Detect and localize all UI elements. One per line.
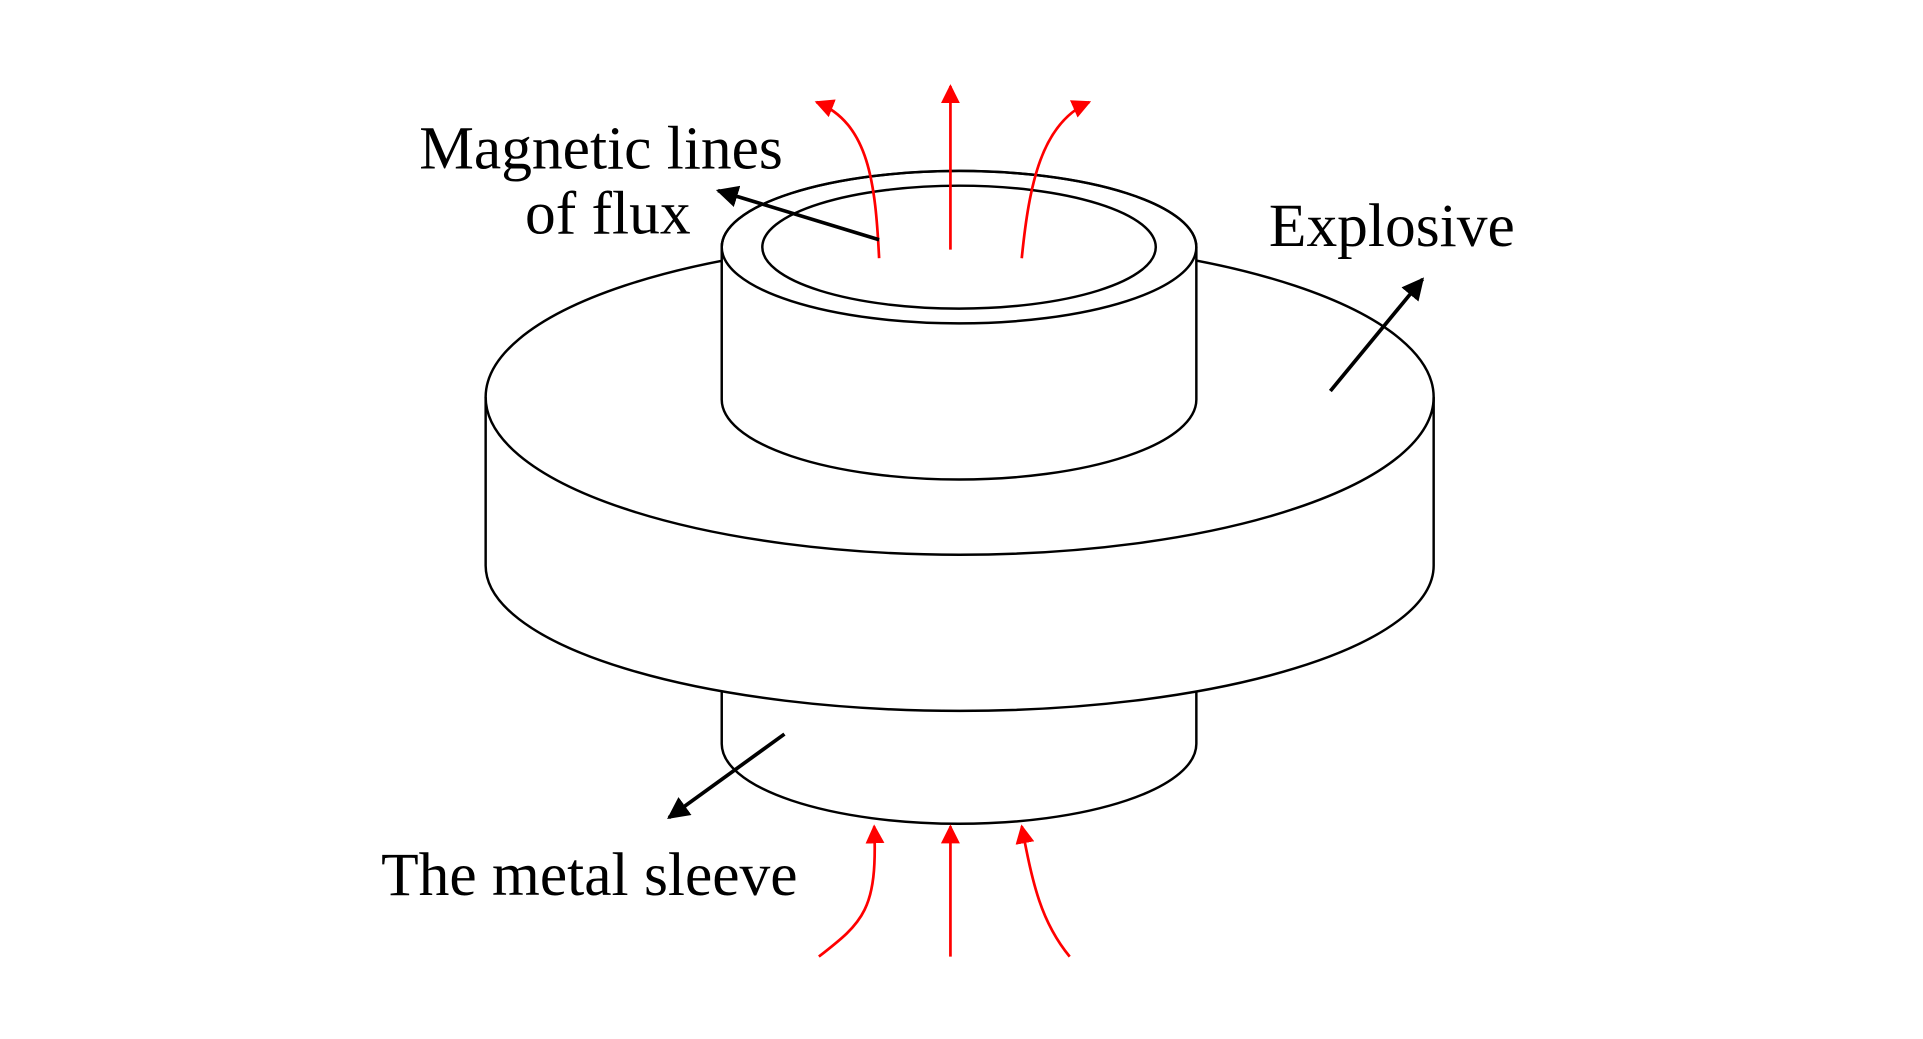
flux-pointer-arrow bbox=[715, 185, 880, 242]
flux-arrow bbox=[814, 99, 881, 259]
flux-arrow bbox=[1015, 824, 1071, 958]
explosive-label: Explosive bbox=[1269, 192, 1515, 260]
upper-sleeve bbox=[720, 169, 1198, 481]
flux-lines-in bbox=[818, 824, 1071, 958]
flux-lines-out bbox=[814, 84, 1092, 259]
flux-arrow bbox=[1020, 100, 1092, 259]
sleeve-pointer-arrow bbox=[667, 732, 786, 820]
explosive-pointer-arrow bbox=[1328, 277, 1425, 393]
flux-label-line2: of flux bbox=[525, 180, 691, 248]
flux-arrow bbox=[818, 824, 885, 958]
lower-sleeve bbox=[720, 687, 1198, 826]
sleeve-label: The metal sleeve bbox=[381, 841, 797, 909]
flux-label-line1: Magnetic lines bbox=[419, 114, 783, 182]
